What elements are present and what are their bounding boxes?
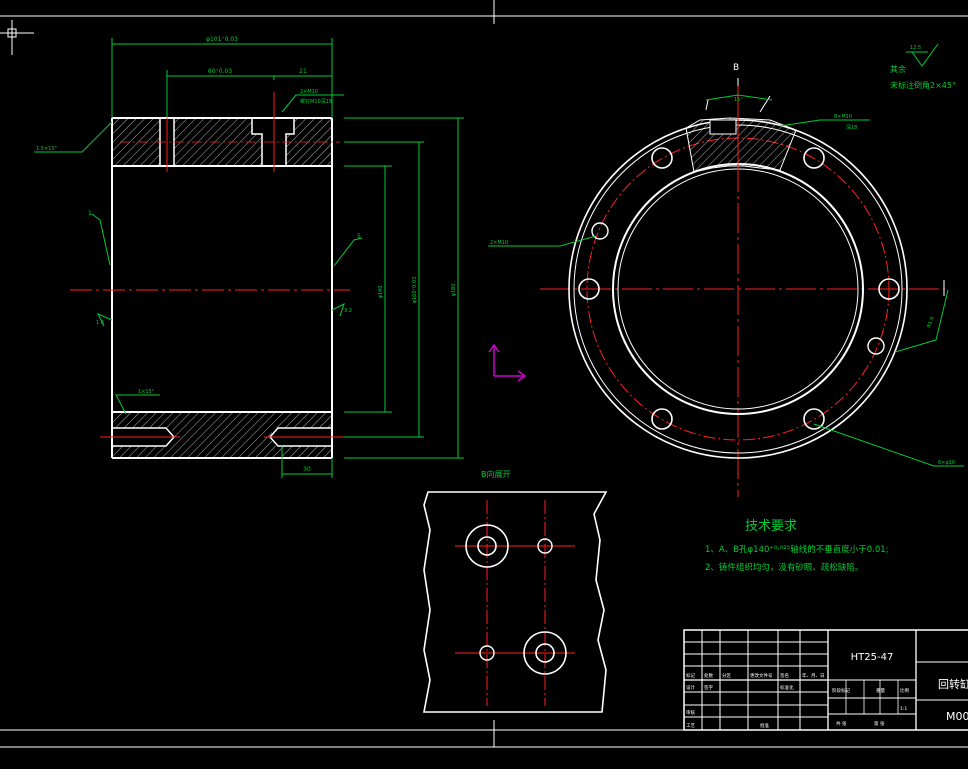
tech-req-item-2: 2、铸件组织均匀，没有砂眼、疏松缺陷。 — [705, 562, 863, 573]
tb-header-count: 处数 — [704, 672, 713, 679]
tb-sign: 签字 — [704, 684, 713, 691]
tech-req-item-1: 1、A、B孔φ140⁺⁰·⁰²⁵轴线的不垂直度小于0.01; — [705, 544, 889, 555]
dim-right: R1.6 — [926, 316, 936, 329]
dim-chamfer-top: 1.5×15° — [36, 146, 58, 152]
finish-note-line1: 其余 — [890, 64, 906, 74]
dim-angle: 15° — [734, 97, 743, 103]
section-view — [70, 92, 350, 459]
dim-slot-note-2: 螺钉M10深18 — [300, 98, 332, 105]
tb-header-mark: 标记 — [686, 672, 695, 679]
dim-offset: 21 — [299, 68, 307, 75]
title-drawing-no: M00 — [946, 710, 968, 723]
dim-slot-note-1: 2×M10 — [300, 89, 318, 95]
section-label-b: B — [733, 63, 739, 73]
bolt-holes — [578, 147, 900, 430]
b-view-label: B向展开 — [481, 469, 511, 479]
dim-chamfer-bottom: 1×15° — [138, 389, 155, 395]
tb-review: 审核 — [686, 709, 695, 716]
tb-header-date: 年、月、日 — [802, 672, 825, 679]
tb-sheets-total: 共 张 — [836, 720, 847, 727]
tech-req-title: 技术要求 — [745, 519, 797, 534]
callout-left-hole: 2×M10 — [490, 240, 508, 246]
circular-view: B 15° 8×M10 深18 2×M10 6×φ10 R1.6 — [488, 63, 964, 497]
title-material: HT25-47 — [851, 652, 894, 663]
callout-2: 5 — [357, 233, 361, 240]
tb-process: 工艺 — [686, 723, 695, 729]
roughness-a: 1.6 — [96, 320, 104, 326]
callout-bottom-hole: 6×φ10 — [938, 460, 955, 466]
tb-weight: 重量 — [876, 687, 885, 694]
section-dimensions: φ101⁺0.03 60⁺0.03 21 2×M10 螺钉M10深18 1.5×… — [34, 36, 464, 478]
title-block: HT25-47 回转缸 M00 标记 处数 分区 更改文件号 签名 年、月、日 … — [683, 629, 968, 731]
finish-roughness: 12.5 — [910, 45, 921, 51]
dim-inner-diameter: φ160⁺0.03 — [412, 277, 418, 304]
dim-outer-diameter: φ180 — [451, 284, 457, 297]
dim-bore: φ140 — [378, 286, 384, 299]
ucs-icon — [488, 343, 527, 382]
finish-note: 其余 未标注倒角2×45° 12.5 — [890, 43, 956, 90]
tb-approve: 批准 — [760, 722, 769, 729]
tb-stage: 阶段标记 — [832, 687, 850, 694]
dim-slot-width: 30 — [303, 466, 311, 473]
tb-header-zone: 分区 — [722, 672, 731, 679]
tb-header-sign: 签名 — [780, 672, 789, 679]
b-view-development: B向展开 — [423, 469, 608, 713]
title-part-name: 回转缸 — [938, 677, 968, 691]
callout-hole: 8×M10 — [834, 114, 852, 120]
tb-scale: 1:1 — [900, 706, 907, 712]
finish-note-line2: 未标注倒角2×45° — [890, 80, 956, 90]
roughness-b: 3.2 — [344, 308, 352, 314]
tb-design: 设计 — [686, 684, 695, 691]
tb-standard: 标准化 — [780, 684, 794, 691]
callout-1: 1 — [88, 210, 92, 217]
dim-inner-length: 60⁺0.03 — [208, 68, 232, 75]
tb-scale-label: 比例 — [900, 687, 909, 694]
dim-overall-length: φ101⁺0.03 — [206, 36, 238, 43]
tb-header-change: 更改文件号 — [750, 672, 773, 679]
technical-requirements: 技术要求 1、A、B孔φ140⁺⁰·⁰²⁵轴线的不垂直度小于0.01; 2、铸件… — [705, 519, 889, 573]
callout-hole-depth: 深18 — [846, 124, 857, 131]
cad-cursor-icon[interactable] — [0, 20, 34, 55]
tb-sheet-no: 第 张 — [874, 720, 885, 727]
